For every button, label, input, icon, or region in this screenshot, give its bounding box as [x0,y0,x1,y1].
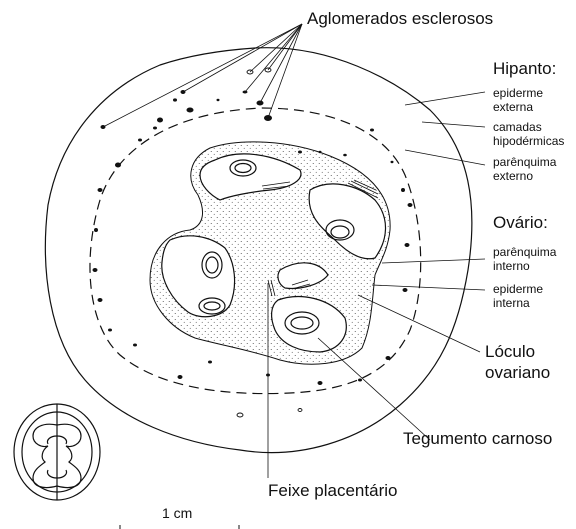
label-epiderme-externa-1: epiderme [493,86,543,100]
label-parenquima-externo-2: externo [493,169,533,183]
label-loculo-1: Lóculo [485,342,535,361]
label-scale: 1 cm [162,505,192,521]
label-epiderme-interna-2: interna [493,296,530,310]
label-loculo-2: ovariano [485,363,550,382]
aglomerados-leaders [103,24,302,127]
inset-schematic [14,404,100,500]
label-camadas-1: camadas [493,120,542,134]
label-feixe: Feixe placentário [268,481,397,500]
label-parenquima-externo-1: parênquima [493,155,557,169]
label-camadas-2: hipodérmicas [493,134,564,148]
label-parenquima-interno-2: interno [493,259,530,273]
label-ovario: Ovário: [493,213,548,232]
label-parenquima-interno-1: parênquima [493,245,557,259]
label-epiderme-externa-2: externa [493,100,533,114]
label-tegumento: Tegumento carnoso [403,429,552,448]
label-aglomerados: Aglomerados esclerosos [307,9,493,28]
label-hipanto: Hipanto: [493,59,556,78]
label-epiderme-interna-1: epiderme [493,282,543,296]
scale-bar [120,525,239,529]
